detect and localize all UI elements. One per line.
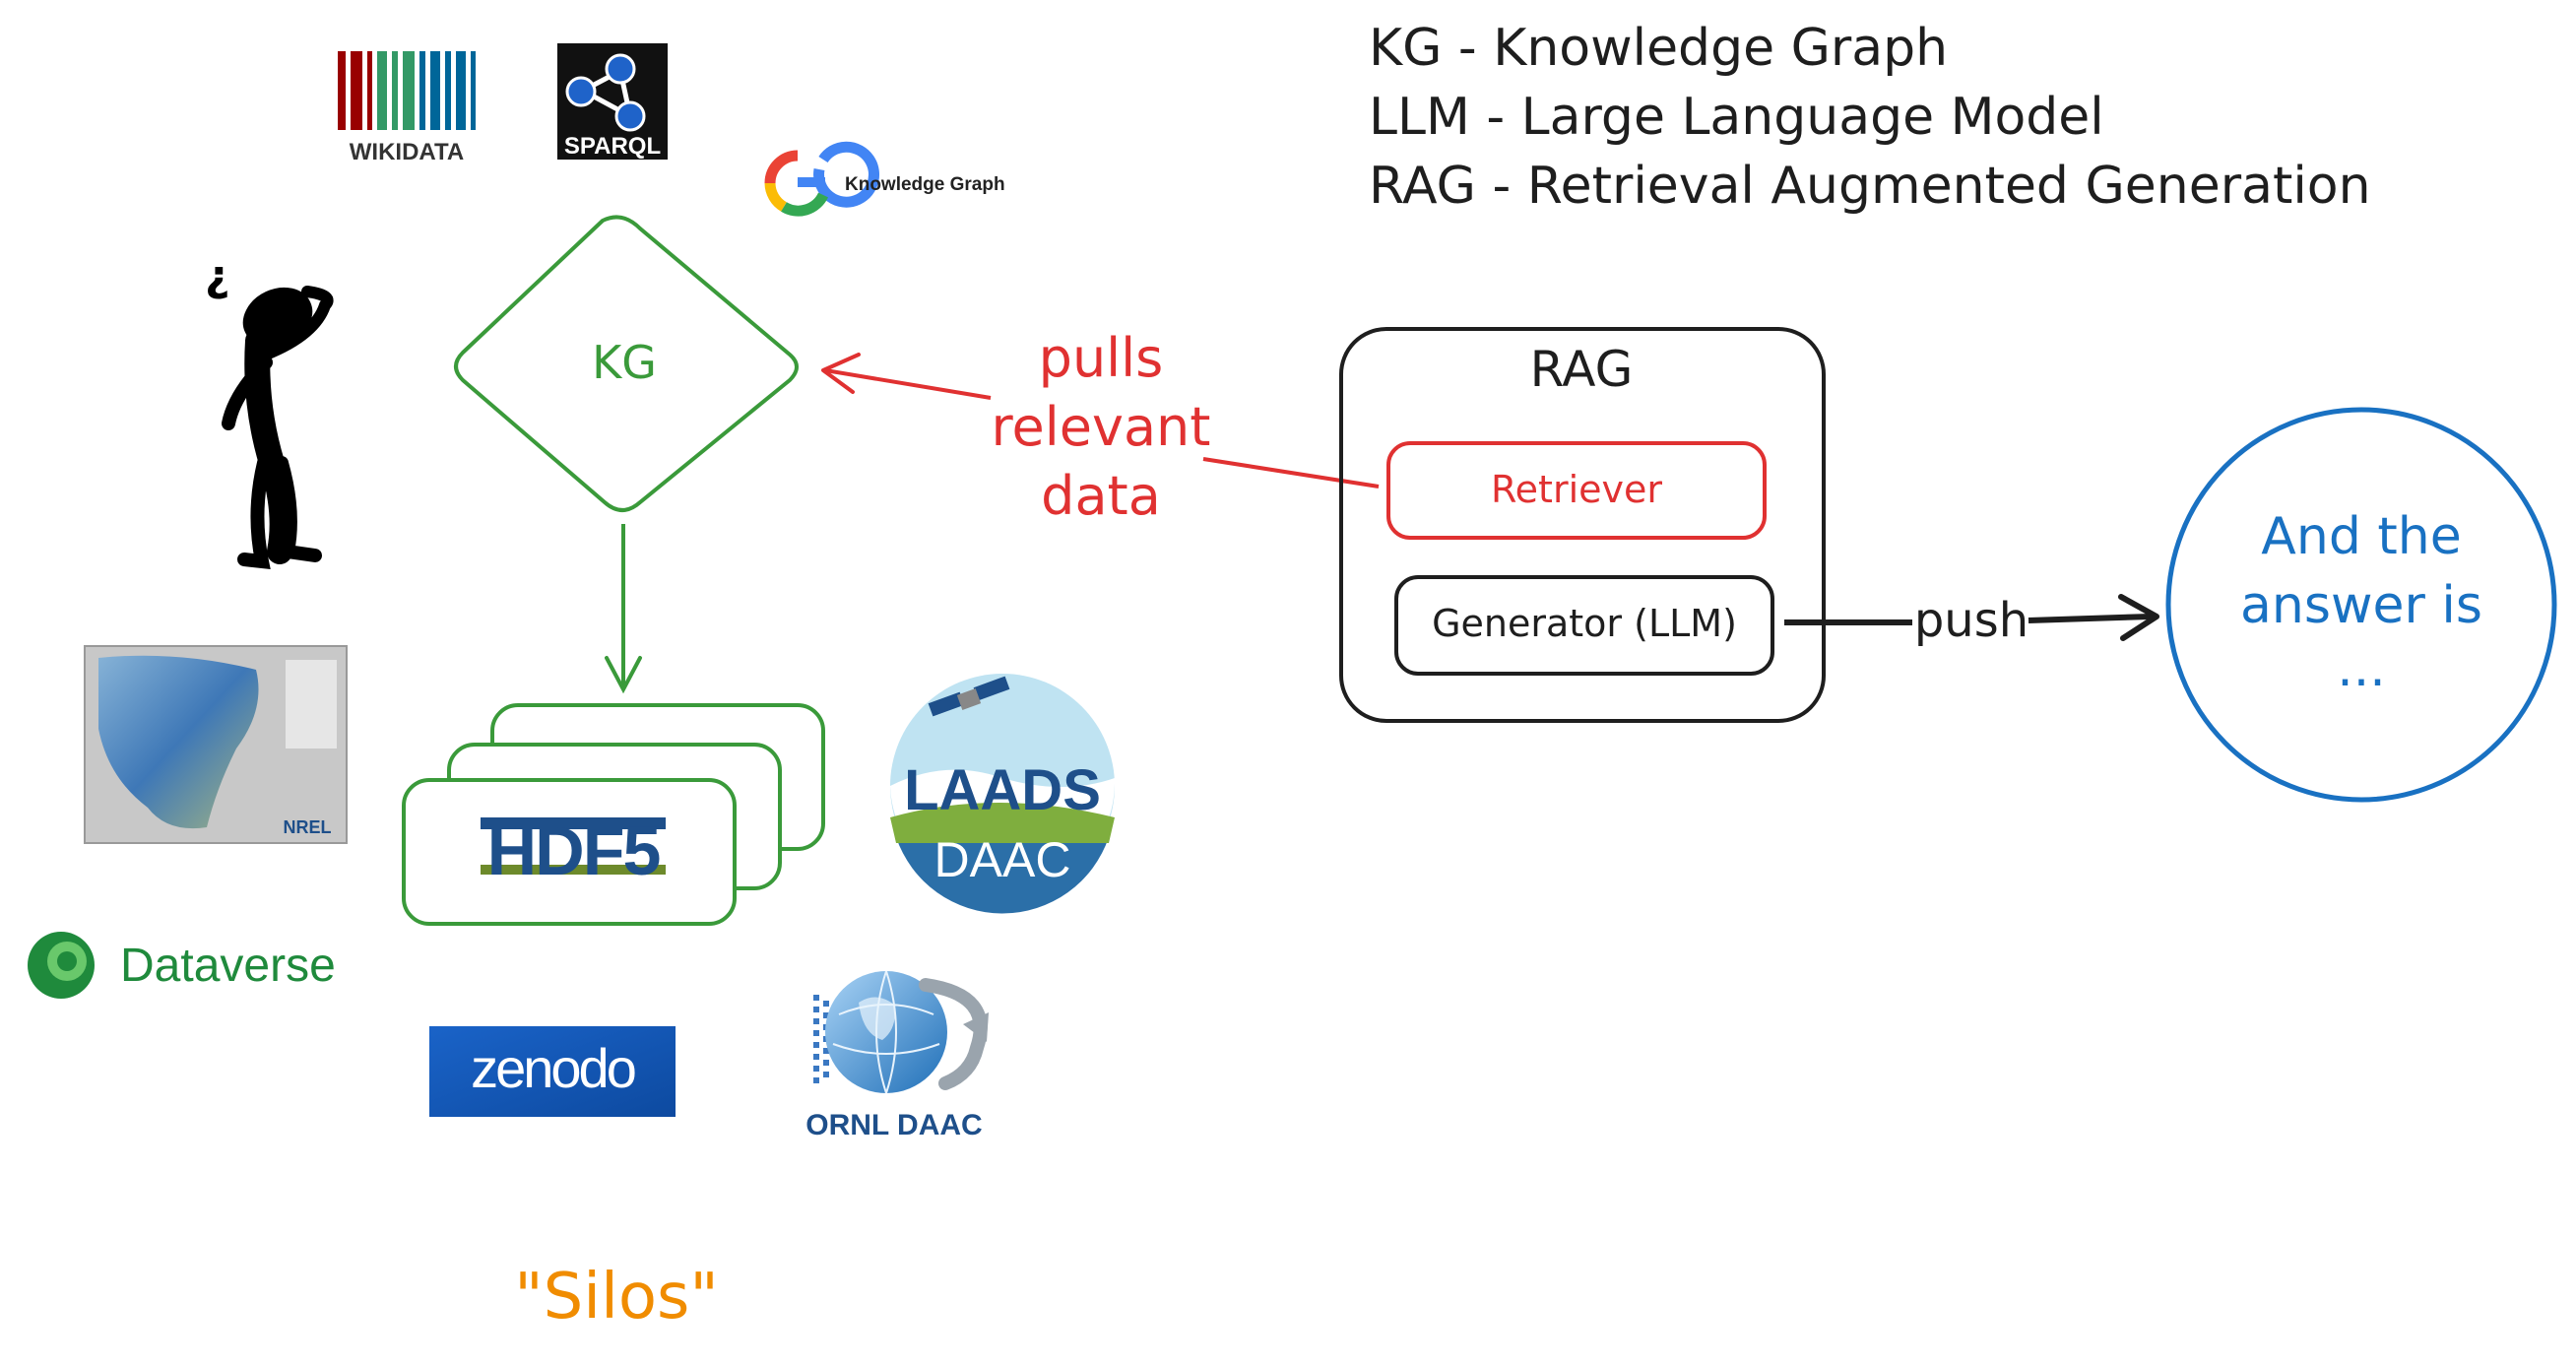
pull-arrow: [821, 353, 1380, 488]
sparql-graph-icon: [565, 53, 646, 132]
kg-diamond-shape: [454, 215, 799, 512]
push-arrow: [1784, 594, 2159, 641]
zenodo-logo: zenodo: [429, 1026, 676, 1117]
sparql-wordmark: SPARQL: [564, 133, 661, 160]
legend-kg: KG - Knowledge Graph: [1369, 19, 1948, 78]
svg-text:¿: ¿: [205, 251, 230, 301]
hdf5-stack: HDF5: [402, 703, 825, 926]
satellite-icon: [928, 676, 1010, 717]
legend-llm: LLM - Large Language Model: [1369, 88, 2104, 147]
hdf5-wordmark: HDF5: [487, 813, 660, 889]
google-knowledge-graph-logo: Knowledge Graph: [764, 141, 1005, 217]
wikidata-logo: WIKIDATA: [338, 51, 476, 165]
dataverse-icon: [28, 932, 95, 999]
pull-label-line-3: data: [1041, 465, 1161, 527]
rag-title: RAG: [1530, 341, 1634, 398]
answer-line-3: ...: [2337, 639, 2386, 698]
wikidata-barcode-icon: [338, 51, 476, 130]
push-label: push: [1914, 593, 2029, 648]
dataverse-wordmark: Dataverse: [120, 940, 336, 992]
answer-node: And the answer is ...: [2165, 407, 2557, 803]
pull-label-line-2: relevant: [992, 396, 1211, 458]
hdf5-logo: HDF5: [481, 813, 666, 889]
generator-label: Generator (LLM): [1432, 602, 1737, 645]
zenodo-wordmark: zenodo: [471, 1037, 635, 1099]
nrel-map-image: NREL: [84, 645, 348, 844]
rag-box: RAG Retriever Generator (LLM): [1339, 327, 1826, 723]
pull-label-line-1: pulls: [1039, 327, 1164, 389]
legend-rag: RAG - Retrieval Augmented Generation: [1369, 157, 2371, 216]
kg-to-silos-arrow: [605, 524, 642, 694]
nrel-label: NREL: [284, 817, 332, 837]
generator-box: [1394, 575, 1774, 676]
dataverse-logo: Dataverse: [28, 932, 336, 999]
laads-daac-wordmark: DAAC: [934, 832, 1071, 887]
laads-daac-logo: LAADS DAAC: [890, 674, 1116, 914]
laads-wordmark: LAADS: [904, 758, 1101, 822]
kg-label: KG: [592, 336, 657, 389]
silos-label: "Silos": [514, 1261, 719, 1334]
google-g-icon: [764, 141, 879, 217]
retriever-label: Retriever: [1491, 468, 1662, 511]
sparql-logo: SPARQL: [557, 43, 668, 160]
thinking-person-icon: ¿: [205, 251, 334, 570]
wikidata-wordmark: WIKIDATA: [350, 139, 464, 165]
ornl-daac-logo: ORNL DAAC: [805, 970, 989, 1141]
kg-node: KG: [454, 215, 799, 512]
answer-line-2: answer is: [2240, 576, 2482, 635]
rag-container: [1339, 327, 1826, 723]
ornl-wordmark: ORNL DAAC: [805, 1109, 982, 1141]
answer-line-1: And the: [2261, 507, 2461, 566]
retriever-box: [1386, 441, 1767, 540]
google-kg-wordmark: Knowledge Graph: [845, 174, 1005, 195]
answer-circle: [2165, 407, 2557, 803]
hdf5-card-front: [402, 778, 737, 926]
